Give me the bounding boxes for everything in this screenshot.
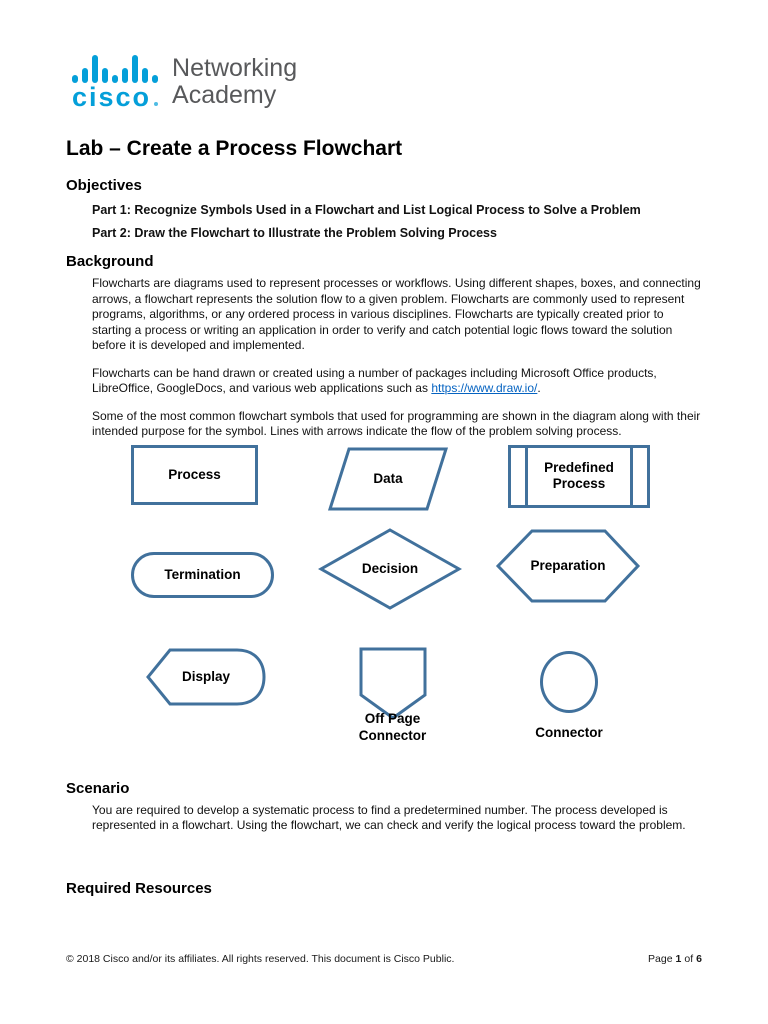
paragraph-text: Flowcharts can be hand drawn or created … <box>92 365 657 396</box>
page-title: Lab – Create a Process Flowchart <box>66 137 403 160</box>
display-shape: Display <box>145 647 267 707</box>
parallelogram-icon <box>328 447 448 510</box>
cisco-bars-icon <box>72 55 159 83</box>
preparation-shape: Preparation <box>495 528 641 604</box>
required-resources-heading: Required Resources <box>66 879 212 897</box>
offpage-pentagon-icon <box>359 647 427 720</box>
networking-academy-text: Networking Academy <box>172 55 297 109</box>
background-paragraph-2: Flowcharts can be hand drawn or created … <box>92 366 702 397</box>
decision-shape: Decision <box>318 527 462 611</box>
offpage-connector-shape <box>358 646 428 721</box>
flowchart-symbols-diagram: Process Data Predefined Process Terminat… <box>0 440 768 780</box>
scenario-paragraph: You are required to develop a systematic… <box>92 802 686 833</box>
predefined-left-bar <box>525 447 528 505</box>
preparation-label: Preparation <box>530 557 606 573</box>
display-label: Display <box>181 668 231 684</box>
draw-io-link[interactable]: https://www.draw.io/ <box>431 381 538 395</box>
data-label: Data <box>373 470 403 486</box>
predefined-process-label: Predefined Process <box>544 460 614 491</box>
of-word: of <box>684 953 694 965</box>
cisco-wordmark: cisco <box>72 82 152 112</box>
display-icon <box>146 648 266 705</box>
decision-label: Decision <box>361 560 419 576</box>
offpage-connector-label: Off Page Connector <box>358 710 427 743</box>
cisco-logo-mark: cisco <box>72 55 159 112</box>
predefined-process-shape: Predefined Process <box>508 444 650 508</box>
background-paragraph-1: Flowcharts are diagrams used to represen… <box>92 276 701 352</box>
page-word: Page <box>648 953 673 965</box>
data-shape: Data <box>328 447 448 511</box>
process-shape: Process <box>131 444 258 505</box>
trademark-dot-icon <box>154 102 159 106</box>
objectives-heading: Objectives <box>66 177 142 194</box>
paragraph-text: . <box>537 381 541 395</box>
objective-part-2: Part 2: Draw the Flowchart to Illustrate… <box>92 226 497 240</box>
connector-label: Connector <box>535 724 603 740</box>
page-total: 6 <box>696 953 702 965</box>
predefined-right-bar <box>630 447 633 505</box>
background-heading: Background <box>66 253 154 270</box>
termination-label: Termination <box>164 566 241 582</box>
process-label: Process <box>168 466 221 482</box>
page-footer: © 2018 Cisco and/or its affiliates. All … <box>66 953 702 965</box>
objective-part-1: Part 1: Recognize Symbols Used in a Flow… <box>92 203 641 217</box>
connector-shape <box>540 650 598 713</box>
hexagon-icon <box>495 529 641 602</box>
termination-shape: Termination <box>131 551 274 598</box>
cisco-logo: cisco Networking Academy <box>0 0 768 111</box>
scenario-heading: Scenario <box>66 779 130 797</box>
page-current: 1 <box>675 953 682 965</box>
background-paragraph-3: Some of the most common flowchart symbol… <box>92 408 701 439</box>
logo-line-networking: Networking <box>172 54 298 82</box>
logo-line-academy: Academy <box>172 81 277 109</box>
copyright-text: © 2018 Cisco and/or its affiliates. All … <box>66 953 455 965</box>
diamond-icon <box>318 527 462 610</box>
